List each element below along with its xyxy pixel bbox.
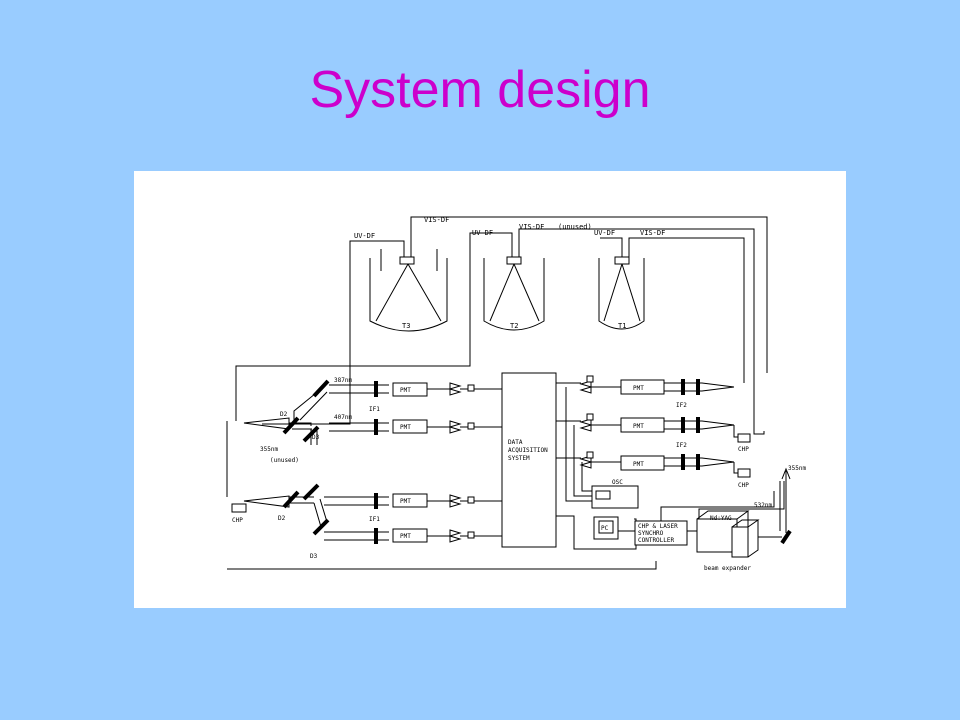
t1-label: T1 <box>618 322 626 330</box>
pc-label: PC <box>601 525 609 532</box>
left-channel-lower-1: PMT IF1 <box>324 493 502 523</box>
nd-yag-laser: Nd:YAG beam expander 355nm 532nm <box>696 465 806 572</box>
pmt-label-3: PMT <box>400 498 411 505</box>
daq-label-line2: ACQUISITION <box>508 447 548 454</box>
wl-355-label-right: 355nm <box>788 465 806 472</box>
pmt-label-4: PMT <box>400 533 411 540</box>
wl-387-label: 387nm <box>334 377 352 384</box>
pmt-label-7: PMT <box>633 461 644 468</box>
wl-407-label: 407nm <box>334 414 352 421</box>
t2-label: T2 <box>510 322 518 330</box>
pmt-label-2: PMT <box>400 424 411 431</box>
chp-label-left: CHP <box>232 517 243 524</box>
unused-label-left: (unused) <box>270 457 299 464</box>
if2-label-upper: IF2 <box>676 402 687 409</box>
d3-label-upper: D3 <box>312 434 320 441</box>
wl-532-label: 532nm <box>754 502 772 509</box>
daq-label-line3: SYSTEM <box>508 455 530 462</box>
chp-laser-controller: CHP & LASER SYNCHRO CONTROLLER <box>634 481 785 546</box>
right-channel-1: PMT IF2 <box>556 375 735 409</box>
fiber-routes <box>226 216 768 570</box>
right-channel-3: PMT <box>556 451 735 471</box>
unused-label-top: (unused) <box>558 223 592 231</box>
pmt-label-5: PMT <box>633 385 644 392</box>
vis-df-label-t3: VIS-DF <box>424 216 449 224</box>
d2-label-lower: D2 <box>278 515 286 522</box>
system-design-diagram: T3 T2 T1 UV-DF VIS-DF UV-DF VIS-DF (unus… <box>134 171 846 608</box>
lidar-schematic: T3 T2 T1 UV-DF VIS-DF UV-DF VIS-DF (unus… <box>226 216 806 572</box>
if1-label-lower: IF1 <box>369 516 380 523</box>
vis-df-label-t1: VIS-DF <box>640 229 665 237</box>
d3-label-lower: D3 <box>310 553 318 560</box>
if1-label-upper: IF1 <box>369 406 380 413</box>
osc-label: OSC <box>612 479 623 486</box>
chp-label-right-2: CHP <box>738 482 749 489</box>
pc: PC <box>556 515 637 550</box>
left-channel-lower-2: PMT <box>324 528 502 544</box>
telescope-t3: T3 <box>369 249 448 332</box>
data-acquisition-system: DATA ACQUISITION SYSTEM <box>501 372 557 548</box>
uv-df-label-t1: UV-DF <box>594 229 615 237</box>
left-channel-407: PMT IF1 <box>329 406 502 435</box>
pmt-label-6: PMT <box>633 423 644 430</box>
t3-label: T3 <box>402 322 410 330</box>
pmt-label-1: PMT <box>400 387 411 394</box>
slide-title: System design <box>309 61 651 119</box>
ctrl-label-line1: CHP & LASER <box>638 523 678 530</box>
right-channel-2: PMT IF2 <box>556 413 735 449</box>
ctrl-label-line3: CONTROLLER <box>638 537 675 544</box>
left-channel-387: PMT <box>329 381 502 397</box>
telescope-t1: T1 <box>598 256 645 330</box>
vis-df-label-t2: VIS-DF <box>519 223 544 231</box>
daq-label-line1: DATA <box>508 439 523 446</box>
wl-355-label: 355nm <box>260 446 278 453</box>
d2-label-upper: D2 <box>280 411 288 418</box>
left-optics: D2 D3 D2 D3 355nm (unused) 387nm 407nm C… <box>231 377 352 560</box>
telescope-t2: T2 <box>483 256 545 331</box>
if2-label-lower: IF2 <box>676 442 687 449</box>
chp-label-right-1: CHP <box>738 446 749 453</box>
chp-right: CHP CHP <box>733 425 751 489</box>
oscilloscope: OSC <box>565 387 639 509</box>
uv-df-label-t3: UV-DF <box>354 232 375 240</box>
laser-label: Nd:YAG <box>710 515 732 522</box>
beam-expander-label: beam expander <box>704 565 751 572</box>
ctrl-label-line2: SYNCHRO <box>638 530 664 537</box>
